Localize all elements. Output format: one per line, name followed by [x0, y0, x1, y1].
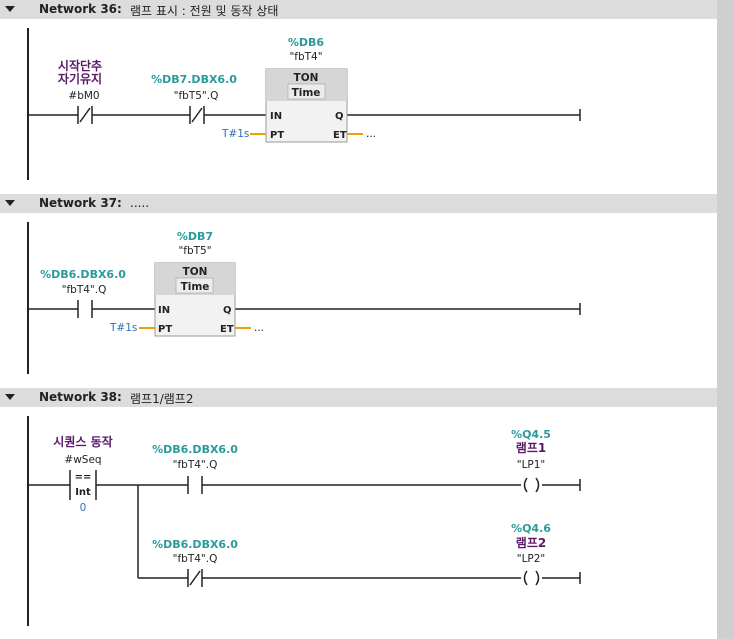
network-comment[interactable]: 램프 표시 : 전원 및 동작 상태: [130, 4, 279, 18]
pt-constant[interactable]: T#1s: [221, 128, 249, 140]
network-title: Network 37:: [39, 196, 122, 210]
timer-q-pin: Q: [223, 305, 232, 316]
nc-contact-fbT5[interactable]: [189, 106, 205, 124]
compare-contact[interactable]: [69, 470, 97, 500]
network-title: Network 38:: [39, 390, 122, 404]
network-comment[interactable]: 램프1/램프2: [130, 392, 194, 406]
timer-db-address: %DB7: [177, 230, 213, 243]
network-37-rung: %DB6.DBX6.0 "fbT4".Q %DB7 "fbT5" TON Tim…: [27, 222, 581, 374]
coil-symbol[interactable]: "LP2": [517, 553, 546, 565]
timer-et-pin: ET: [333, 130, 347, 141]
vertical-scrollbar[interactable]: [717, 0, 734, 639]
coil-address: %Q4.6: [511, 522, 551, 535]
contact-symbol[interactable]: "fbT4".Q: [173, 553, 218, 565]
no-contact-fbT4[interactable]: [187, 476, 203, 494]
coil-symbol[interactable]: "LP1": [517, 459, 546, 471]
nc-contact-bM0[interactable]: [77, 106, 93, 124]
et-output-placeholder[interactable]: ...: [366, 128, 376, 140]
timer-in-pin: IN: [270, 111, 282, 122]
contact-comment-line1: 시작단추: [58, 58, 102, 73]
network-37-header[interactable]: Network 37: .....: [0, 194, 717, 213]
timer-subtype[interactable]: Time: [292, 87, 321, 99]
timer-pt-pin: PT: [158, 324, 172, 335]
contact-symbol[interactable]: "fbT5".Q: [174, 90, 219, 102]
network-title: Network 36:: [39, 2, 122, 16]
compare-comment: 시퀀스 동작: [53, 434, 112, 449]
contact-address: %DB6.DBX6.0: [152, 538, 238, 551]
coil-LP1[interactable]: [523, 477, 540, 493]
et-output-placeholder[interactable]: ...: [254, 322, 264, 334]
coil-address: %Q4.5: [511, 428, 551, 441]
compare-symbol[interactable]: #wSeq: [64, 454, 101, 466]
pt-constant[interactable]: T#1s: [109, 322, 137, 334]
coil-LP2[interactable]: [523, 570, 540, 586]
contact-symbol[interactable]: #bM0: [68, 90, 99, 102]
timer-instance[interactable]: "fbT5": [178, 245, 211, 257]
timer-in-pin: IN: [158, 305, 170, 316]
contact-address: %DB7.DBX6.0: [151, 73, 237, 86]
collapse-triangle-icon[interactable]: [5, 394, 15, 400]
compare-type[interactable]: Int: [75, 487, 91, 498]
contact-symbol[interactable]: "fbT4".Q: [173, 459, 218, 471]
timer-pt-pin: PT: [270, 130, 284, 141]
timer-subtype[interactable]: Time: [181, 281, 210, 293]
timer-db-address: %DB6: [288, 36, 325, 49]
coil-comment: 램프2: [516, 535, 546, 550]
nc-contact-fbT4[interactable]: [187, 569, 203, 587]
ton-timer-box[interactable]: [265, 68, 348, 143]
compare-operator: ==: [75, 472, 92, 483]
contact-comment-line2: 자기유지: [58, 71, 102, 86]
compare-value[interactable]: 0: [80, 502, 87, 514]
contact-address: %DB6.DBX6.0: [152, 443, 238, 456]
timer-et-pin: ET: [220, 324, 234, 335]
network-36-rung: 시작단추 자기유지 #bM0 %DB7.DBX6.0 "fbT5".Q %DB6…: [27, 28, 581, 180]
contact-symbol[interactable]: "fbT4".Q: [62, 284, 107, 296]
no-contact-fbT4[interactable]: [77, 300, 93, 318]
ton-timer-box[interactable]: [154, 262, 236, 337]
coil-comment: 램프1: [516, 440, 546, 455]
network-36-header[interactable]: Network 36: 램프 표시 : 전원 및 동작 상태: [0, 0, 717, 19]
contact-address: %DB6.DBX6.0: [40, 268, 126, 281]
collapse-triangle-icon[interactable]: [5, 200, 15, 206]
network-38-header[interactable]: Network 38: 램프1/램프2: [0, 388, 717, 407]
timer-q-pin: Q: [335, 111, 344, 122]
timer-instance[interactable]: "fbT4": [289, 51, 322, 63]
timer-type: TON: [183, 266, 208, 278]
ladder-canvas: 시작단추 자기유지 #bM0 %DB7.DBX6.0 "fbT5".Q %DB6…: [27, 28, 581, 626]
network-38-rung: 시퀀스 동작 #wSeq == Int 0 %DB6.DBX6.0 "fbT4"…: [27, 416, 581, 626]
collapse-triangle-icon[interactable]: [5, 6, 15, 12]
network-comment[interactable]: .....: [130, 196, 150, 210]
timer-type: TON: [294, 72, 319, 84]
